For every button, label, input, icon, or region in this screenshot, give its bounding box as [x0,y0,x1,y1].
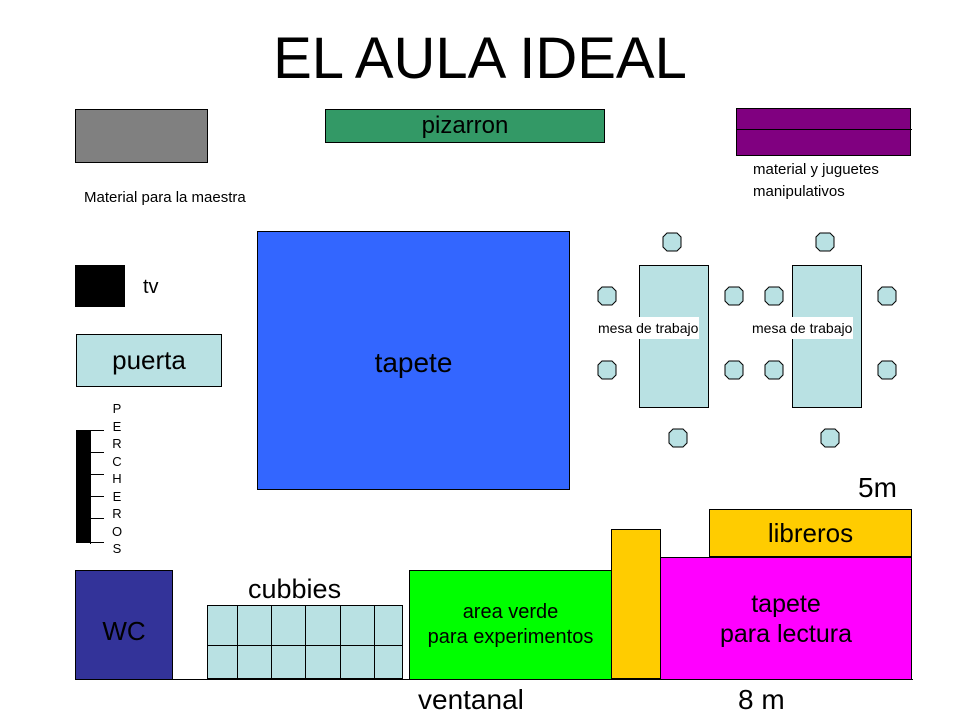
hook-3 [90,474,104,475]
chair [724,360,744,380]
reading-rug-label-line1: tapete [751,589,821,618]
hook-2 [90,452,104,453]
reading-rug-label-line2: para lectura [719,619,853,648]
manipulatives-label-line2: manipulativos [753,183,845,200]
work-table-2-label: mesa de trabajo [751,317,854,339]
percheros-letter: R [112,506,122,521]
yellow-shelf [611,529,661,679]
hook-4 [90,496,104,497]
percheros-letter: E [112,418,122,434]
hook-6 [90,542,104,543]
percheros-letter: R [112,436,122,451]
chair [764,360,784,380]
manipulatives-shelf-line [736,129,912,130]
percheros-letter: H [112,471,122,486]
cubbies-col-divider [340,605,341,679]
chair [597,286,617,306]
dimension-8m: 8 m [738,684,785,715]
percheros-letter: O [111,523,123,539]
tv-icon [75,265,125,307]
libreros-box: libreros [709,509,912,557]
manipulatives-label-line1: material y juguetes [753,161,879,178]
cubbies-col-divider [237,605,238,679]
percheros-letter: S [112,541,122,556]
chair [668,428,688,448]
cubbies-col-divider [305,605,306,679]
percheros-bar [76,430,90,543]
cubbies-col-divider [374,605,375,679]
dimension-5m: 5m [858,472,897,503]
manipulatives-box [736,108,911,156]
percheros-label: P E R C H E R O S [110,400,124,558]
ventanal-label: ventanal [418,684,524,715]
teacher-material-box [75,109,208,163]
percheros-letter: C [112,453,122,469]
chair [662,232,682,252]
wc-label: WC [102,615,146,646]
green-area-label-line1: area verde [462,601,559,623]
chair [815,232,835,252]
wc-box: WC [75,570,173,680]
puerta-label: puerta [112,345,186,375]
page-title: EL AULA IDEAL [273,26,687,91]
cubbies-col-divider [271,605,272,679]
pizarron-label: pizarron [421,112,509,139]
chair [820,428,840,448]
puerta-box: puerta [76,334,222,387]
tapete-label: tapete [374,346,453,378]
reading-rug-box: tapete para lectura [660,557,912,680]
chair [597,360,617,380]
chair [724,286,744,306]
green-area-label-line2: para experimentos [427,626,594,648]
percheros-rail [90,430,91,544]
chair [877,360,897,380]
tv-label: tv [143,276,159,298]
teacher-material-label: Material para la maestra [84,189,246,206]
hook-5 [90,518,104,519]
percheros-letter: E [112,488,122,504]
work-table-1-label: mesa de trabajo [597,317,700,339]
green-area-box: area verde para experimentos [409,570,612,680]
manipulatives-label: material y juguetes manipulativos [753,159,879,203]
percheros-letter: P [112,401,122,416]
chair [877,286,897,306]
libreros-label: libreros [767,517,854,548]
pizarron-box: pizarron [325,109,605,143]
chair [764,286,784,306]
hook-1 [90,430,104,431]
cubbies-label: cubbies [248,574,342,604]
tapete-box: tapete [257,231,570,490]
bottom-wall [75,679,913,680]
